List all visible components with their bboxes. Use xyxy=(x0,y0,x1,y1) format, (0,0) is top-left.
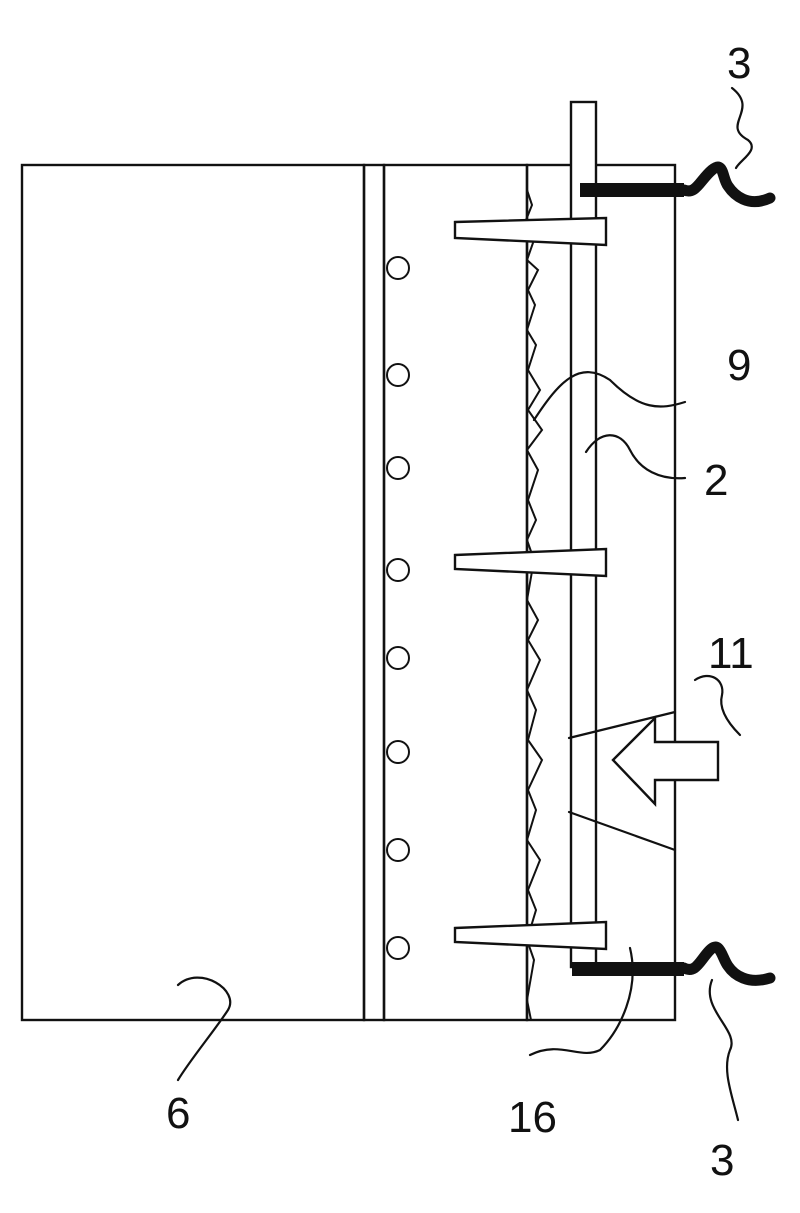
label-11: 11 xyxy=(708,629,754,678)
leader-6 xyxy=(176,976,232,1082)
label-9: 9 xyxy=(727,341,751,390)
heating-cable-bottom xyxy=(572,941,776,986)
label-6: 6 xyxy=(166,1089,190,1138)
label-16: 16 xyxy=(508,1093,557,1142)
leader-3-top xyxy=(730,86,753,170)
render-layer xyxy=(525,163,677,1022)
leader-9 xyxy=(532,371,687,422)
flux-line-lower xyxy=(567,810,677,852)
mesh-strip xyxy=(362,163,386,1022)
label-2: 2 xyxy=(704,456,728,505)
wedge-anchor-middle xyxy=(453,547,608,578)
label-3-top: 3 xyxy=(727,39,751,88)
leader-16 xyxy=(528,946,634,1057)
adhesive-column xyxy=(382,163,529,1022)
heating-cable-top xyxy=(580,161,776,208)
wavy-interface xyxy=(524,189,544,1021)
heat-flow-arrow xyxy=(611,715,720,807)
flux-line-upper xyxy=(567,710,677,740)
leader-11 xyxy=(693,674,742,737)
wedge-anchor-bottom xyxy=(453,920,608,951)
label-3-bottom: 3 xyxy=(710,1136,734,1185)
insulation-block xyxy=(20,163,366,1022)
anchor-circles xyxy=(386,256,410,960)
leader-3-bottom xyxy=(708,978,740,1122)
leader-2 xyxy=(584,434,687,480)
wedge-anchor-top xyxy=(453,216,608,247)
